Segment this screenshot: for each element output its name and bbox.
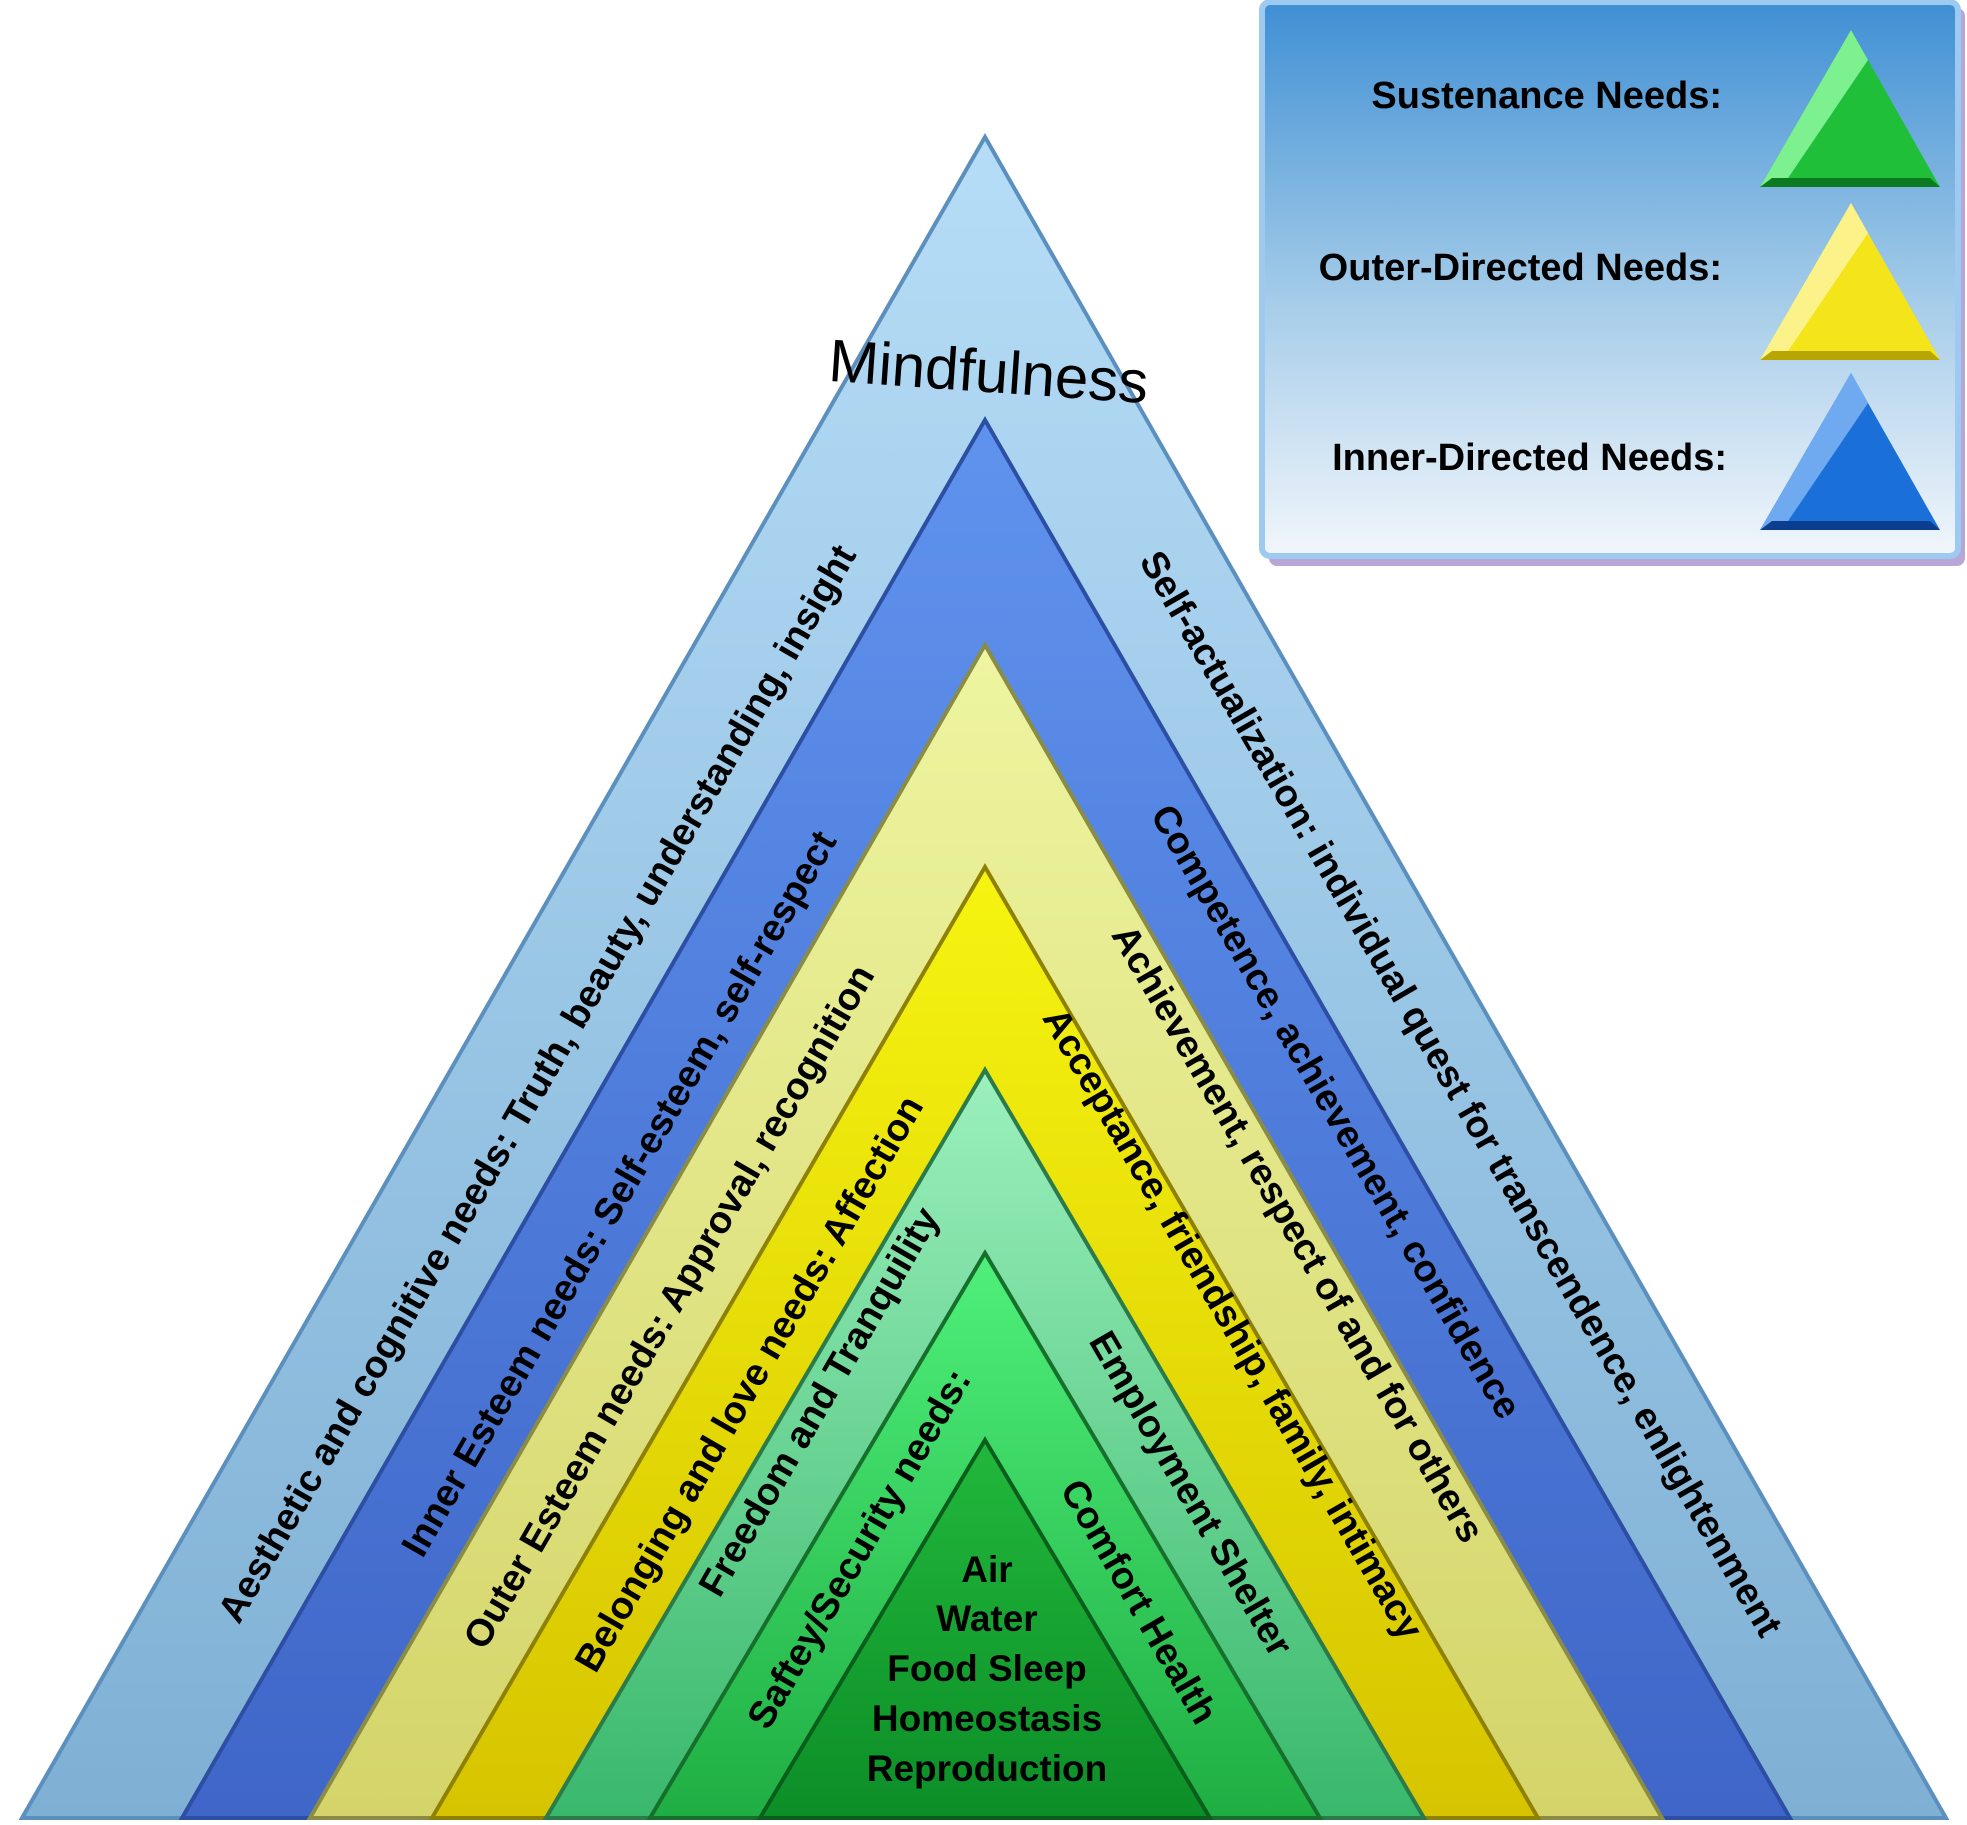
core-line-2: Water [936,1598,1037,1639]
legend-box [1259,0,1961,559]
core-line-1: Air [961,1549,1012,1590]
core-needs: Air Water Food Sleep Homeostasis Reprodu… [867,1549,1107,1789]
legend-label-inner: Inner-Directed Needs: [1332,437,1727,479]
core-line-4: Homeostasis [872,1698,1102,1739]
legend-yellow-triangle-icon [1760,203,1940,360]
layer-7-shape [756,1436,1214,1820]
legend-blue-triangle-icon [1760,373,1940,530]
legend-label-outer: Outer-Directed Needs: [1319,247,1722,289]
core-line-5: Reproduction [867,1748,1107,1789]
legend-label-sustenance: Sustenance Needs: [1371,75,1722,117]
legend-green-triangle-icon [1760,30,1940,187]
legend: Sustenance Needs: Outer-Directed Needs: … [1259,0,1965,566]
core-line-3: Food Sleep [887,1648,1086,1689]
pyramid-layers [18,132,1950,1820]
